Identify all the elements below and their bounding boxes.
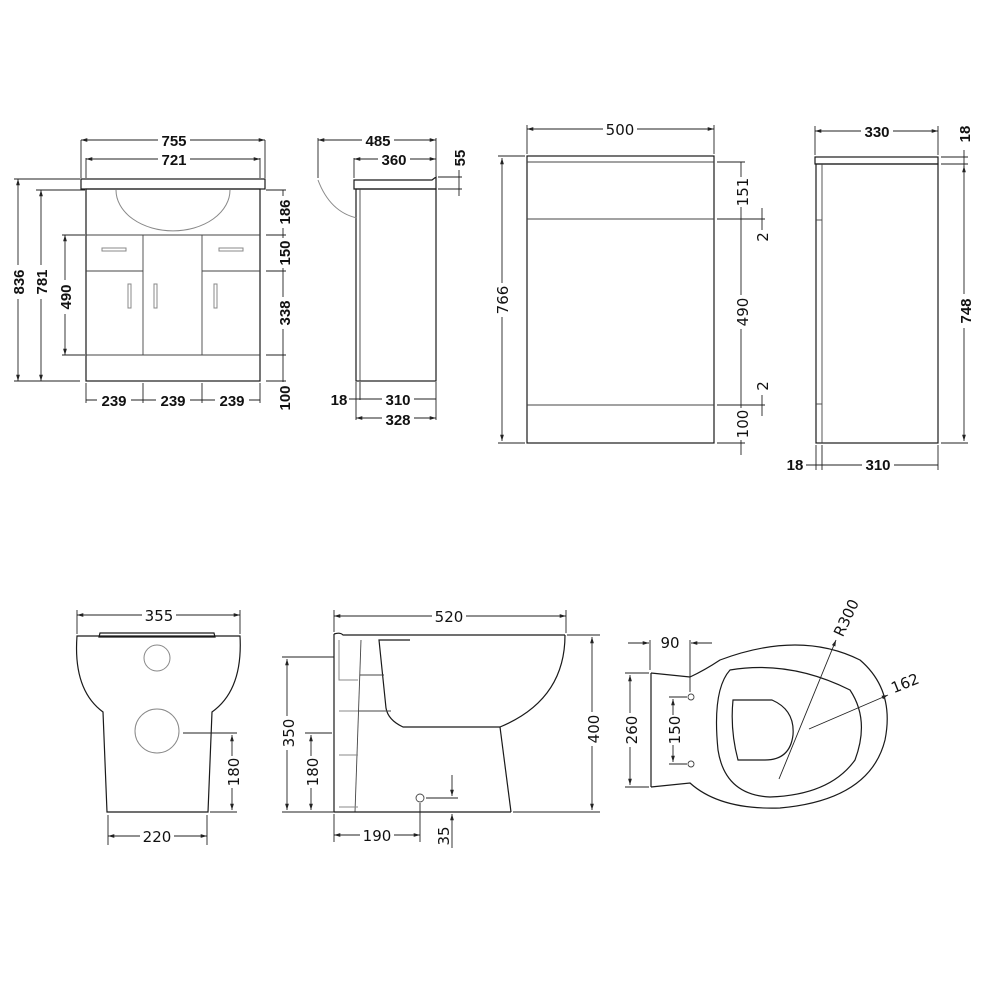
dim-total-depth: 328 <box>385 412 410 429</box>
toilet-top-outline <box>650 644 888 809</box>
dim-toilet-length: 520 <box>435 608 464 626</box>
toilet-top-view: R300 162 90 260 150 <box>622 596 922 809</box>
wc-side-top <box>814 156 939 165</box>
toilet-front-view: 355 220 180 <box>75 606 243 846</box>
toilet-pedestal-front <box>499 726 512 813</box>
toilet-side-view: 520 400 350 180 190 35 <box>279 607 603 848</box>
wc-side-carcass <box>815 163 939 444</box>
radius-leader-inner <box>808 694 889 730</box>
dim-carcass-depth: 310 <box>385 392 410 409</box>
dim-radius-inner: 162 <box>888 670 921 697</box>
vanity-countertop <box>80 178 266 190</box>
drawer-handle <box>101 247 127 252</box>
door-handle <box>213 283 218 309</box>
inlet-circle <box>143 644 171 672</box>
dim-vanity-depth: 485 <box>365 133 390 150</box>
dim-door-width-1: 239 <box>101 393 126 410</box>
dim-panel-thickness: 18 <box>331 392 348 409</box>
dim-toilet-inlet: 350 <box>280 719 298 748</box>
outlet-circle <box>134 708 180 754</box>
fixing-hole-top <box>687 693 695 701</box>
dim-toilet-width: 355 <box>145 607 174 625</box>
dim-wc-side-depth: 330 <box>864 124 889 141</box>
toilet-front-outline <box>75 635 241 813</box>
dim-fixing-spacing: 150 <box>666 716 684 745</box>
basin-profile <box>317 179 358 219</box>
dim-vanity-width: 755 <box>161 133 186 150</box>
dim-door-width-2: 239 <box>160 393 185 410</box>
dim-wc-height: 766 <box>494 286 512 315</box>
door-handle <box>127 283 132 309</box>
dim-door-lower: 338 <box>277 300 294 325</box>
dim-toilet-height: 400 <box>585 715 603 744</box>
dim-top-thickness: 55 <box>452 150 469 167</box>
toilet-bowl-profile <box>378 634 566 728</box>
dim-cabinet-height: 781 <box>34 269 51 294</box>
basin-bowl <box>115 189 231 232</box>
dim-top-depth: 360 <box>381 152 406 169</box>
wc-unit-body <box>526 155 715 444</box>
dim-wc-top-thickness: 18 <box>957 126 974 143</box>
dim-wc-carcass-depth: 310 <box>865 457 890 474</box>
dim-wc-door: 490 <box>734 298 752 327</box>
dim-outlet-offset: 190 <box>363 827 392 845</box>
dim-plinth: 100 <box>277 385 294 410</box>
fixing-hole-bottom <box>687 760 695 768</box>
dim-basin-zone: 186 <box>277 199 294 224</box>
vanity-side-top <box>353 175 437 190</box>
dim-wc-width: 500 <box>606 121 635 139</box>
wc-unit-front-view: 500 766 151 490 100 2 2 <box>494 120 772 455</box>
bowl-rim <box>715 666 863 798</box>
drawer-handle <box>218 247 244 252</box>
dim-wc-plinth: 100 <box>734 410 752 439</box>
dim-wc-gap-bottom: 2 <box>754 381 772 391</box>
vanity-side-carcass <box>355 188 437 382</box>
vanity-front-view: 755 721 836 781 490 186 150 338 100 <box>9 131 294 414</box>
dim-wc-gap-top: 2 <box>754 232 772 242</box>
back-panel-detail <box>338 640 358 808</box>
wc-unit-side-view: 330 18 748 18 310 <box>785 122 975 474</box>
fixing-hole <box>415 793 425 803</box>
dim-back-width: 260 <box>623 716 641 745</box>
dim-door-width-3: 239 <box>219 393 244 410</box>
toilet-side-top <box>333 632 565 636</box>
vanity-side-view: 485 360 55 18 310 328 <box>317 131 469 429</box>
dim-vanity-height: 836 <box>11 269 28 294</box>
dim-fixing-offset: 90 <box>660 634 679 652</box>
radius-leader-outer <box>778 639 837 780</box>
dim-door-height: 490 <box>58 284 75 309</box>
dim-basin-width: 721 <box>161 152 186 169</box>
dim-wc-panel-thickness: 18 <box>787 457 804 474</box>
dim-drawer-height: 150 <box>277 240 294 265</box>
dim-toilet-base: 220 <box>143 828 172 846</box>
dim-radius-outer: R300 <box>830 596 863 639</box>
door-handle <box>153 283 158 309</box>
vanity-cabinet <box>85 188 261 382</box>
dim-fixing-height: 35 <box>435 826 453 845</box>
bowl-opening <box>731 699 794 761</box>
dim-wc-side-height: 748 <box>958 298 975 323</box>
dim-toilet-outlet-side: 180 <box>304 758 322 787</box>
dim-toilet-outlet: 180 <box>225 758 243 787</box>
dim-wc-top-panel: 151 <box>734 178 752 207</box>
